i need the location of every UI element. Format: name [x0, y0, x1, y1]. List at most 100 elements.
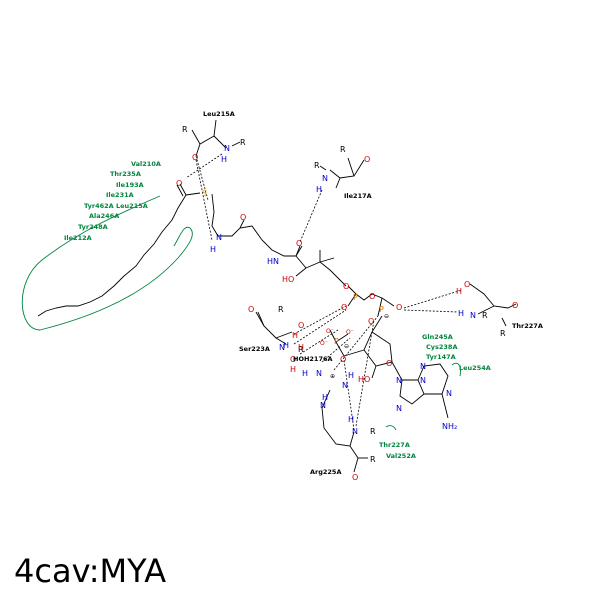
atom-o-ribose-5: O	[340, 355, 346, 364]
acyl-carbonyl-bond	[179, 183, 187, 196]
thr227-n	[477, 305, 495, 315]
ribose	[363, 331, 393, 367]
hydrophobic-ile231a: Ile231A	[106, 191, 134, 199]
atom-n3: N	[420, 376, 426, 385]
atom-ho-ribose: HO	[358, 375, 370, 384]
atom-n-leu215: N	[224, 144, 230, 153]
hydrophobic-thr235a: Thr235A	[110, 170, 141, 178]
arg225-n	[349, 431, 355, 447]
hydrophobic-gln245a: Gln245A	[422, 333, 453, 341]
atom-r-ser223: R	[278, 305, 284, 314]
hbond-6	[293, 309, 347, 345]
atom-o-arg225: O	[352, 473, 358, 482]
atom-r-thr227: R	[482, 311, 488, 320]
atom-r-arg225: R	[370, 427, 376, 436]
atom-r-ile217-top: R	[340, 145, 346, 154]
amide-co	[239, 219, 245, 229]
hbond-3	[195, 159, 213, 241]
adenine-6ring	[417, 363, 449, 395]
pantoate	[295, 250, 321, 269]
hbond-10	[355, 319, 375, 427]
atom-nh2: NH₂	[442, 422, 457, 431]
ser223-backbone	[257, 311, 287, 345]
gem-methyl	[319, 257, 335, 263]
atom-o-p1b: O	[341, 303, 347, 312]
atom-h-water-2: H	[290, 365, 296, 374]
ile217-r	[319, 165, 327, 171]
hydrophobic-val252a: Val252A	[386, 452, 416, 460]
hbond-11	[343, 359, 355, 431]
atom-n-ile217: N	[322, 174, 328, 183]
residue-ser223a: Ser223A	[239, 345, 270, 353]
ribose-oh	[371, 365, 377, 379]
p1-o	[347, 293, 357, 307]
adenine-nh2	[441, 393, 449, 419]
hydrophobic-ile193a: Ile193A	[116, 181, 144, 189]
amide-co-2	[295, 245, 301, 257]
ribose-3p	[343, 349, 365, 357]
hydrophobic-arc-thr227	[385, 425, 397, 431]
atom-o-acyl: O	[176, 179, 182, 188]
residue-ile217a: Ile217A	[344, 192, 372, 200]
atom-o-ser223: O	[248, 305, 254, 314]
atom-n-thr227: N	[470, 311, 476, 320]
atom-h-water: H	[298, 343, 304, 352]
acyl-s-bond	[185, 192, 201, 196]
atom-o-leu215: O	[192, 153, 198, 162]
ribose-5	[371, 315, 383, 333]
atom-h-thr227-n: H	[458, 309, 464, 318]
atom-s: S	[202, 189, 207, 198]
atom-ominus-2: O⁻	[326, 328, 334, 335]
thr227-r	[501, 317, 507, 327]
atom-r-ser223-2: R	[298, 345, 304, 354]
atom-n1: N	[420, 362, 426, 371]
hbond-9	[333, 315, 379, 371]
hydrophobic-leu215a: Leu215A	[116, 202, 148, 210]
residue-leu215a-top: Leu215A	[203, 110, 235, 118]
atom-minus-p2: ⊖	[384, 313, 389, 320]
adenine-5ring	[399, 379, 425, 405]
atom-h-leu215: H	[221, 155, 227, 164]
hbond-4	[299, 189, 323, 243]
leu215-r	[231, 141, 241, 147]
atom-o-thr227: O	[464, 280, 470, 289]
hydrophobic-cys238a: Cys238A	[426, 343, 457, 351]
atom-h-arg225: H	[348, 415, 354, 424]
atom-h-arg1: H	[302, 369, 308, 378]
ser223-side	[275, 331, 293, 339]
atom-hn-amide2: HN	[267, 257, 279, 266]
atom-n-amide1: N	[216, 233, 222, 242]
atom-ominus-3: O⁻	[346, 329, 354, 336]
atom-o-bridge: O	[369, 292, 375, 301]
atom-n-ad: N	[446, 389, 452, 398]
atom-ho-pantoate: HO	[282, 275, 294, 284]
acyl-carbonyl-bond-2	[176, 184, 184, 197]
atom-h-arg2: H	[348, 371, 354, 380]
hydrophobic-leu254a: Leu254A	[459, 364, 491, 372]
leu215-backbone	[191, 119, 217, 145]
hydrophobic-arc-left	[21, 195, 193, 331]
hbond-8	[321, 337, 351, 363]
atom-h-thr227: H	[456, 287, 462, 296]
atom-h-ile217: H	[316, 185, 322, 194]
leu215-n	[213, 135, 227, 149]
hydrophobic-tyr462a: Tyr462A	[84, 202, 114, 210]
ile217-backbone	[329, 159, 365, 179]
atom-o-ribose: O	[386, 359, 392, 368]
hydrophobic-ala246a: Ala246A	[89, 212, 119, 220]
atom-p3: P	[334, 337, 339, 346]
atom-o-p2: O	[396, 303, 402, 312]
atom-r-leu215-2: R	[240, 138, 246, 147]
atom-o-p2b: O	[368, 317, 374, 326]
atom-r-leu215: R	[182, 125, 188, 134]
residue-thr227a-right: Thr227A	[512, 322, 543, 330]
atom-o-ile217: O	[364, 155, 370, 164]
diagram-title: 4cav:MYA	[14, 552, 167, 590]
pantetheine-chain	[211, 193, 303, 257]
hydrophobic-tyr248a: Tyr248A	[78, 223, 108, 231]
atom-ominus-1: O⁻	[320, 340, 328, 347]
atom-r-thr227-2: R	[500, 329, 506, 338]
atom-n9: N	[396, 376, 402, 385]
atom-minus-p3: ⊖	[344, 343, 349, 350]
